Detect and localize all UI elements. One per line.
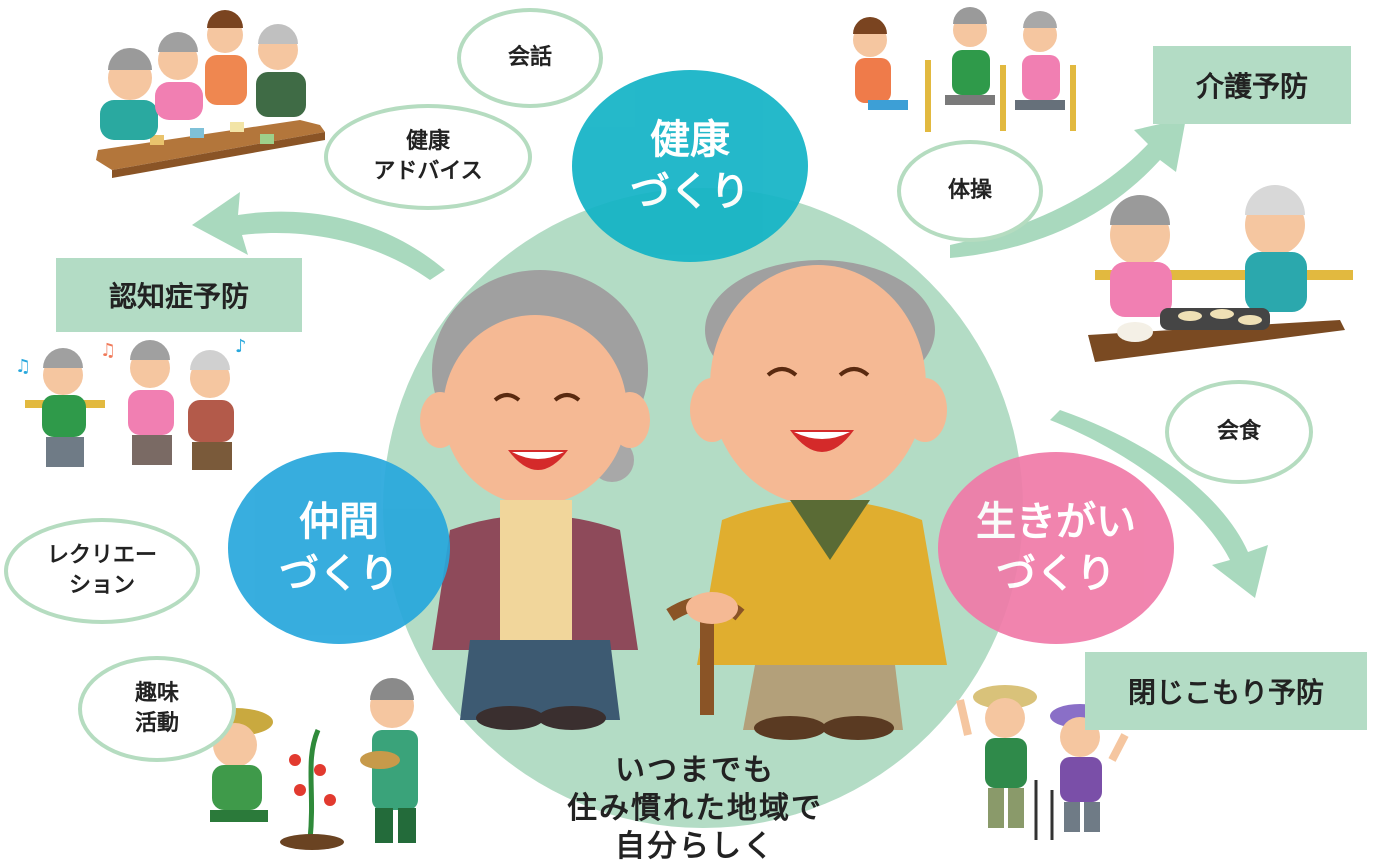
caption-line3: 自分らしく xyxy=(615,829,775,864)
elderly-man-icon xyxy=(666,260,947,740)
bubble-conversation-text: 会話 xyxy=(507,45,552,70)
bubble-exercise: 体操 xyxy=(897,140,1043,242)
arrow-down-right-icon xyxy=(1050,410,1268,598)
theme-health: 健康 づくり xyxy=(572,70,808,262)
caption: いつまでも 住み慣れた地域で 自分らしく xyxy=(480,752,910,866)
theme-health-line1: 健康 xyxy=(650,117,730,163)
caption-line2: 住み慣れた地域で xyxy=(567,791,823,826)
theme-purpose: 生きがい づくり xyxy=(938,452,1174,644)
bubble-health-advice-line1: 健康 xyxy=(405,129,450,154)
bubble-meal: 会食 xyxy=(1165,380,1313,484)
bubble-conversation: 会話 xyxy=(457,8,603,108)
arrow-up-right-icon xyxy=(950,118,1186,258)
svg-text:♫: ♫ xyxy=(100,340,116,361)
svg-text:♪: ♪ xyxy=(235,336,247,357)
theme-friends-line2: づくり xyxy=(279,551,399,597)
bubble-hobby-line2: 活動 xyxy=(134,711,179,736)
theme-health-line2: づくり xyxy=(630,169,750,215)
elderly-woman-icon xyxy=(420,270,650,730)
bubble-hobby-line1: 趣味 xyxy=(134,681,179,706)
bubble-meal-text: 会食 xyxy=(1216,419,1261,444)
svg-text:♫: ♫ xyxy=(15,356,31,377)
bubble-recreation-line2: ション xyxy=(68,573,135,598)
arrow-left-icon xyxy=(192,192,445,280)
goal-seclusion: 閉じこもり予防 xyxy=(1085,652,1367,730)
caption-line1: いつまでも xyxy=(615,753,775,788)
theme-purpose-line1: 生きがい xyxy=(976,499,1136,545)
card-game-scene-icon xyxy=(96,10,325,178)
bubble-health-advice: 健康 アドバイス xyxy=(324,104,532,210)
goal-dementia: 認知症予防 xyxy=(56,258,302,332)
goal-care: 介護予防 xyxy=(1153,46,1351,124)
theme-friends-line1: 仲間 xyxy=(299,499,379,545)
theme-purpose-line2: づくり xyxy=(996,551,1116,597)
bubble-hobby: 趣味 活動 xyxy=(78,656,236,762)
singing-scene-icon: ♫ ♫ ♪ xyxy=(15,336,247,470)
exercise-scene-icon xyxy=(853,7,1076,132)
bubble-recreation: レクリエー ション xyxy=(4,518,200,624)
bubble-health-advice-line2: アドバイス xyxy=(373,159,483,184)
theme-friends: 仲間 づくり xyxy=(228,452,450,644)
bubble-exercise-text: 体操 xyxy=(947,178,992,203)
meal-scene-icon xyxy=(1088,185,1353,362)
bubble-recreation-line1: レクリエー xyxy=(46,543,157,568)
